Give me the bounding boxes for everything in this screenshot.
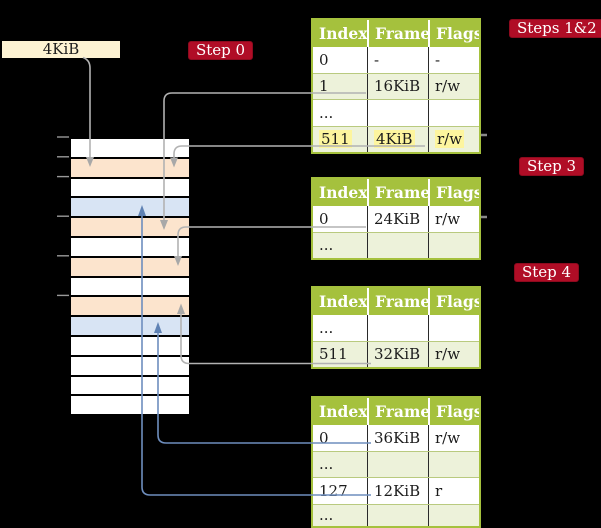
page-table-leaf: Index Frame Flags 0 36KiB r/w ... 127 12… (311, 396, 481, 528)
cell-flags: r/w (428, 341, 479, 367)
memory-row-6 (71, 237, 189, 258)
memory-row-8 (71, 277, 189, 298)
column-header-index: Index (319, 292, 367, 311)
cell-flags (428, 315, 479, 341)
memory-row-14 (71, 396, 189, 415)
cell-frame: 32KiB (367, 341, 428, 367)
cell-frame: 4KiB (367, 126, 428, 152)
badge-step-3: Step 3 (519, 157, 585, 176)
column-header-index: Index (319, 24, 367, 43)
cell-flags: - (428, 47, 479, 73)
memory-row-9 (71, 297, 189, 318)
memory-column (69, 137, 191, 417)
cell-frame (367, 504, 428, 526)
cell-flags: r/w (428, 126, 479, 152)
column-header-flags: Flags (428, 179, 479, 206)
badge-steps-1-2: Steps 1&2 (509, 19, 601, 38)
memory-row-2 (71, 158, 189, 179)
table-edge-stubs (481, 133, 487, 219)
memory-tick-marks (57, 136, 69, 297)
column-header-flags: Flags (428, 398, 479, 425)
table-row: 0 - - (313, 47, 479, 73)
cell-frame: 24KiB (367, 206, 428, 232)
cell-frame: 12KiB (367, 478, 428, 504)
table-row: 127 12KiB r (313, 477, 479, 504)
column-header-flags: Flags (428, 20, 479, 47)
column-header-index: Index (319, 402, 367, 421)
cell-flags (428, 100, 479, 126)
memory-row-12 (71, 356, 189, 377)
badge-step-0: Step 0 (188, 41, 254, 60)
memory-row-7 (71, 257, 189, 278)
cell-index: ... (319, 103, 334, 122)
cell-index: ... (319, 236, 334, 255)
cell-flags: r/w (428, 425, 479, 451)
page-table-step-4: Index Frame Flags ... 511 32KiB r/w (311, 286, 481, 369)
cell-index: 0 (319, 209, 329, 228)
cell-index: ... (319, 455, 334, 474)
memory-row-10 (71, 317, 189, 337)
cell-frame (367, 232, 428, 258)
table-row: ... (313, 231, 479, 258)
cell-flags (428, 232, 479, 258)
table-header-row: Index Frame Flags (313, 398, 479, 425)
cell-frame: 36KiB (367, 425, 428, 451)
page-table-steps-1-2: Index Frame Flags 0 - - 1 16KiB r/w ... … (311, 18, 481, 154)
column-header-frame: Frame (367, 20, 428, 47)
column-header-frame: Frame (367, 398, 428, 425)
memory-row-1 (71, 139, 189, 159)
cell-flags: r/w (428, 206, 479, 232)
cell-index: 511 (319, 130, 352, 149)
cell-frame: - (367, 47, 428, 73)
table-row: ... (313, 99, 479, 126)
cell-flags (428, 504, 479, 526)
frame-size-label: 4KiB (2, 41, 120, 58)
memory-row-5 (71, 218, 189, 238)
cell-index: 511 (319, 345, 348, 364)
cell-index: 0 (319, 428, 329, 447)
column-header-frame: Frame (367, 288, 428, 315)
cell-frame: 16KiB (367, 73, 428, 99)
table-row: 511 32KiB r/w (313, 340, 479, 367)
table-row: ... (313, 450, 479, 477)
cell-flags: r (428, 478, 479, 504)
table-row-highlighted: 511 4KiB r/w (313, 125, 479, 152)
table-header-row: Index Frame Flags (313, 288, 479, 315)
memory-row-11 (71, 336, 189, 357)
cell-flags (428, 451, 479, 477)
cell-index: 127 (319, 481, 348, 500)
cell-index: 0 (319, 50, 329, 69)
table-row: ... (313, 503, 479, 526)
cell-frame (367, 100, 428, 126)
table-row: ... (313, 315, 479, 341)
cell-frame (367, 315, 428, 341)
cell-index: ... (319, 506, 334, 524)
column-header-flags: Flags (428, 288, 479, 315)
badge-step-4: Step 4 (514, 263, 580, 282)
cell-index: ... (319, 318, 334, 337)
table-row: 0 36KiB r/w (313, 425, 479, 451)
table-header-row: Index Frame Flags (313, 20, 479, 47)
table-row: 0 24KiB r/w (313, 206, 479, 232)
column-header-frame: Frame (367, 179, 428, 206)
column-header-index: Index (319, 183, 367, 202)
cell-frame (367, 451, 428, 477)
table-row: 1 16KiB r/w (313, 72, 479, 99)
memory-row-3 (71, 178, 189, 199)
table-header-row: Index Frame Flags (313, 179, 479, 206)
cell-flags: r/w (428, 73, 479, 99)
page-table-step-3: Index Frame Flags 0 24KiB r/w ... (311, 177, 481, 260)
cell-index: 1 (319, 77, 329, 96)
memory-row-4 (71, 198, 189, 219)
memory-row-13 (71, 376, 189, 397)
